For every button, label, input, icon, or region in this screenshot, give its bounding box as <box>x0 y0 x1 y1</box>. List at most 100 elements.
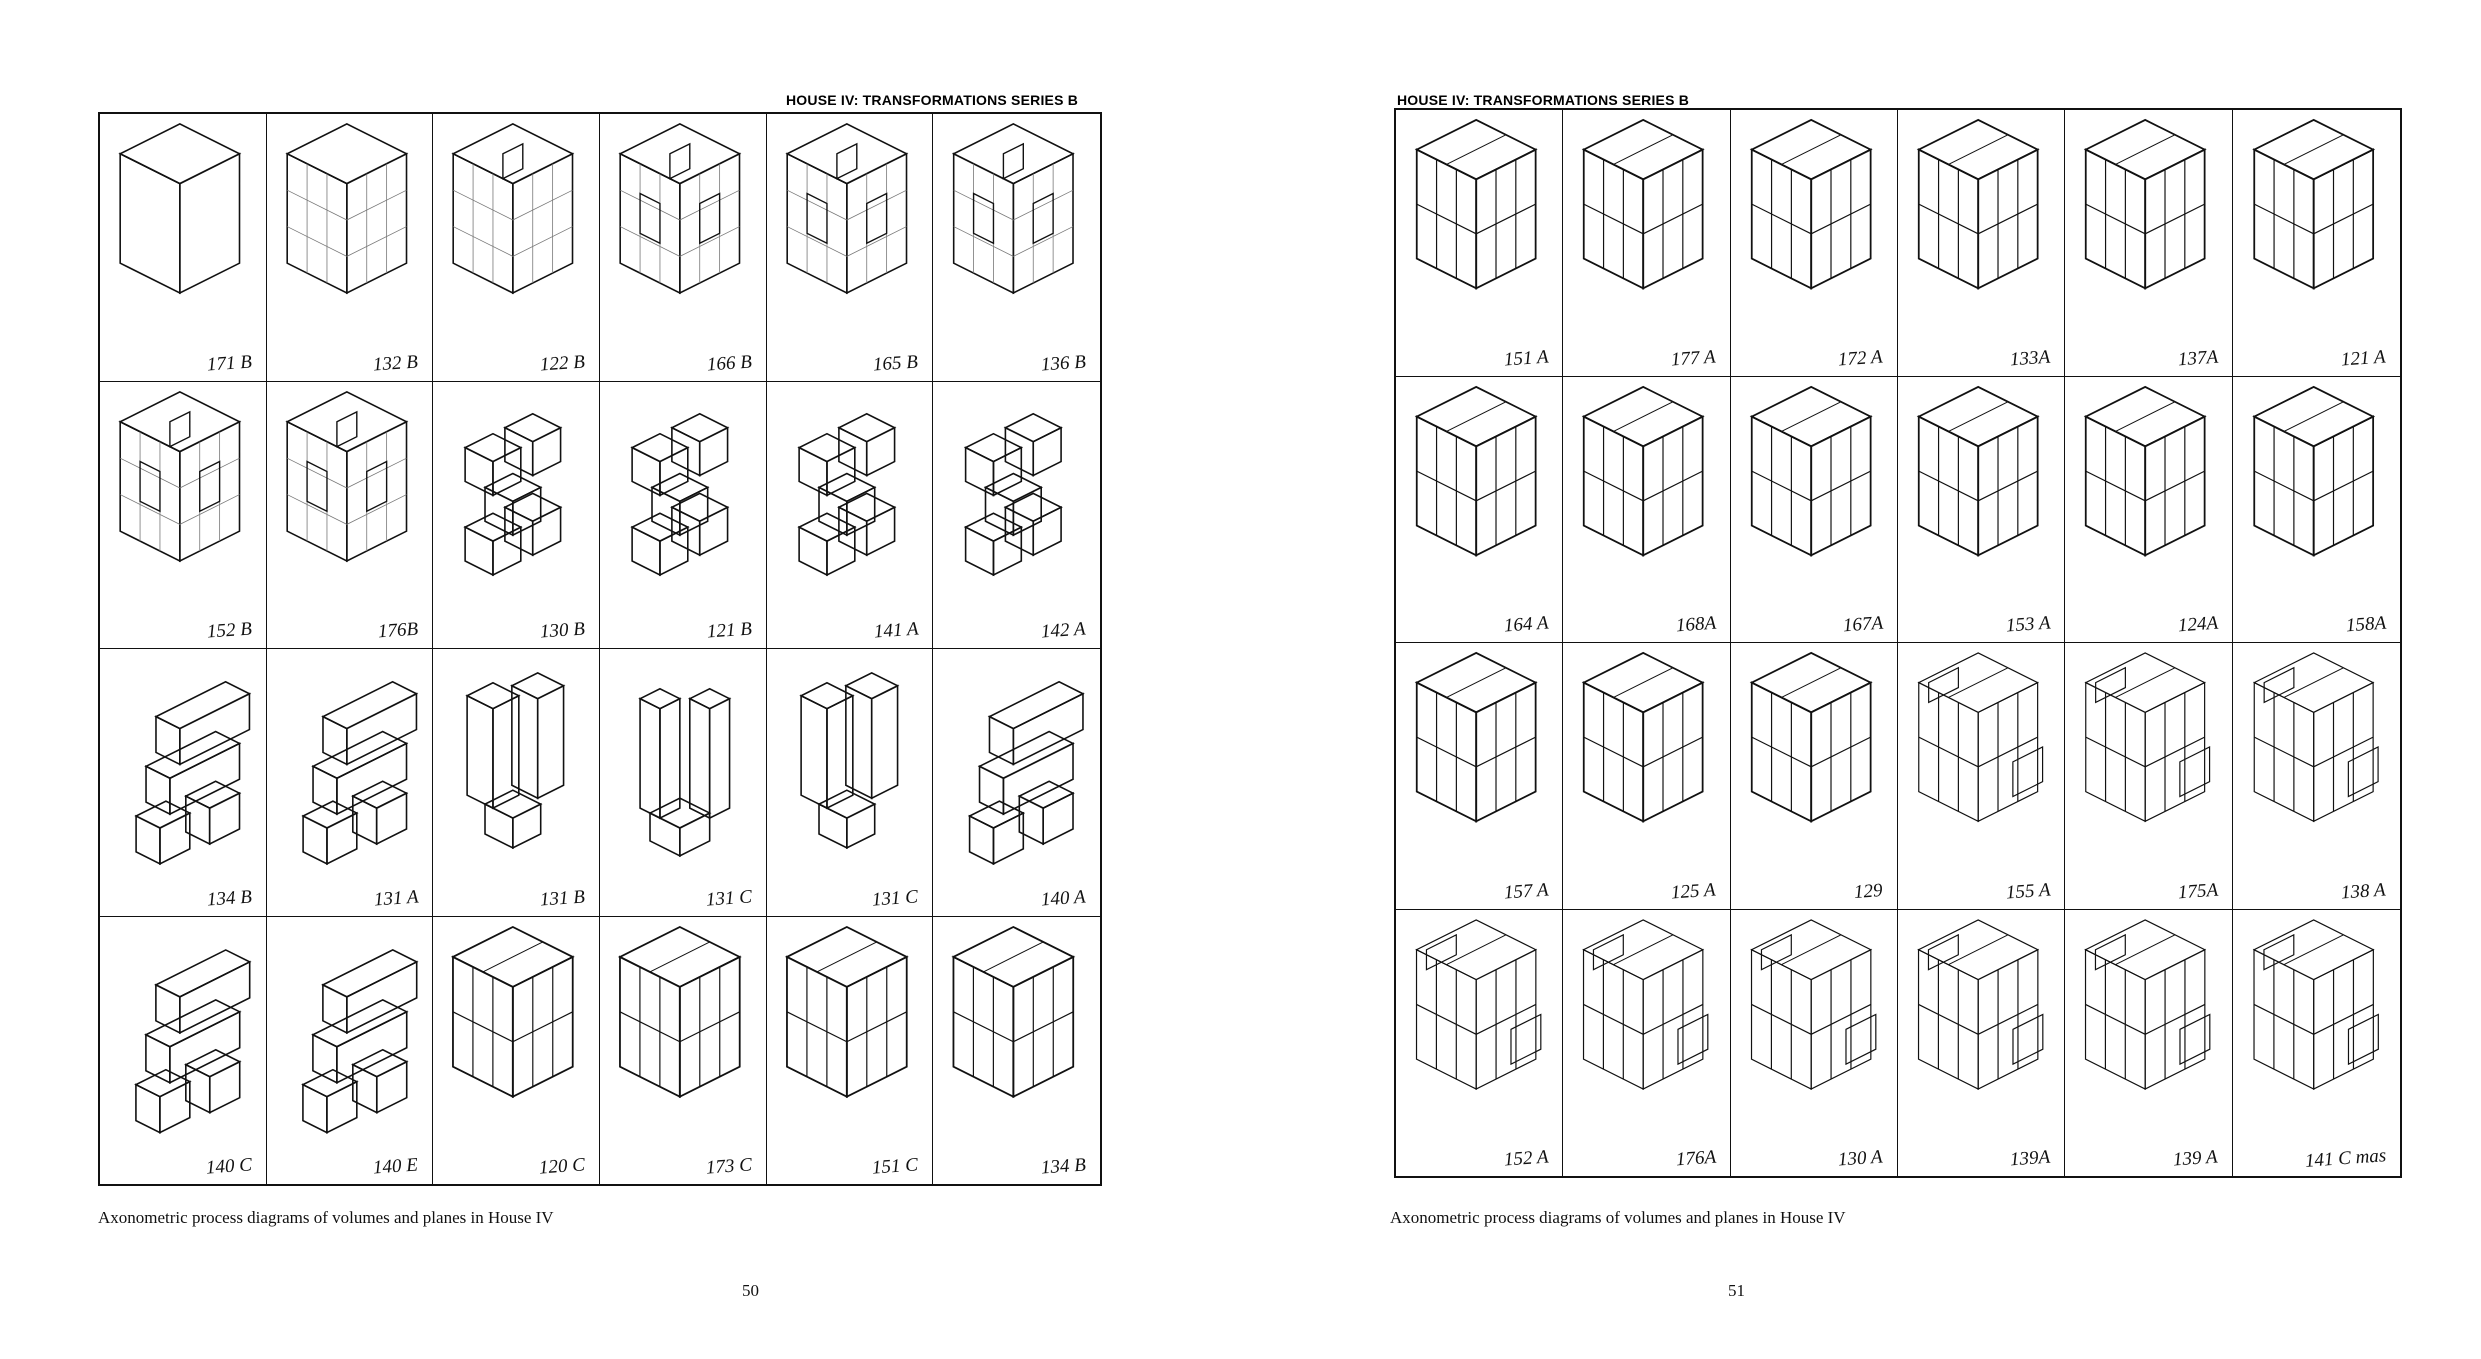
page-header-left: HOUSE IV: TRANSFORMATIONS SERIES B <box>786 92 1079 108</box>
diagram-cell: 166 B <box>600 114 767 382</box>
diagram-label: 130 B <box>539 618 586 643</box>
diagram-label: 166 B <box>706 350 753 376</box>
diagram-cell: 131 C <box>600 649 767 917</box>
diagram-label: 131 A <box>373 885 419 911</box>
diagram-cell: 137A <box>2065 110 2233 377</box>
frame-cube-icon <box>1916 118 2040 290</box>
diagram-cell: 172 A <box>1730 110 1898 377</box>
diagram-cell: 139 A <box>2065 909 2233 1176</box>
diagram-label: 129 <box>1853 879 1884 903</box>
page-header-right: HOUSE IV: TRANSFORMATIONS SERIES B <box>1397 92 1690 108</box>
diagram-label: 167A <box>1842 612 1884 637</box>
diagram-label: 165 B <box>872 350 919 376</box>
diagram-cell: 136 B <box>933 114 1100 382</box>
diagram-cell: 158A <box>2232 377 2400 643</box>
caption-right: Axonometric process diagrams of volumes … <box>1390 1208 1846 1227</box>
diagram-cell: 138 A <box>2232 643 2400 910</box>
diagram-cell: 139A <box>1898 909 2066 1176</box>
diagram-cell: 176B <box>266 381 434 649</box>
diagram-cell: 129 <box>1730 643 1898 910</box>
diagram-label: 121 B <box>706 618 753 643</box>
diagram-cell: 140 C <box>100 916 267 1184</box>
diagram-label: 176B <box>377 618 419 643</box>
frame-cube-icon <box>1582 651 1705 823</box>
diagram-label: 131 C <box>705 885 753 911</box>
cube-center-void-icon <box>451 123 575 295</box>
diagram-label: 153 A <box>2005 612 2051 637</box>
diagram-label: 136 B <box>1040 350 1087 376</box>
diagram-label: 157 A <box>1503 878 1549 904</box>
diagram-cell: 176A <box>1563 909 1731 1176</box>
exploded-frame-icon <box>1415 918 1542 1090</box>
vertical-bars-icon <box>638 687 732 858</box>
diagram-label: 120 C <box>538 1154 586 1179</box>
diagram-cell: 140 A <box>933 649 1100 917</box>
diagram-label: 142 A <box>1040 618 1087 643</box>
frame-cube-icon <box>1414 118 1538 290</box>
frame-cube-icon <box>1582 118 1705 290</box>
frame-cube-icon <box>1749 385 1873 557</box>
frame-cube-icon <box>1582 385 1705 557</box>
diagram-label: 171 B <box>206 350 253 376</box>
diagram-label: 158A <box>2345 612 2387 637</box>
frame-cube-icon <box>2251 385 2375 557</box>
diagram-label: 175A <box>2176 879 2219 903</box>
frame-cube-icon <box>2084 385 2207 557</box>
diagram-cell: 140 E <box>267 916 434 1184</box>
diagram-cell: 131 B <box>433 649 600 917</box>
separated-cubes-icon <box>463 412 563 576</box>
diagram-cell: 151 C <box>767 916 934 1184</box>
diagram-cell: 131 A <box>266 649 434 917</box>
separated-cubes-icon <box>796 412 897 576</box>
diagram-cell: 141 C mas <box>2233 910 2400 1177</box>
separated-cubes-icon <box>630 412 730 576</box>
diagram-cell: 130 A <box>1731 909 1898 1176</box>
frame-cube-icon <box>2084 118 2207 290</box>
diagram-cell: 173 C <box>600 916 767 1184</box>
cube-voids-icon <box>785 123 908 295</box>
cube-cross-void-icon <box>118 390 242 562</box>
diagram-label: 134 B <box>206 885 253 911</box>
diagram-label: 164 A <box>1503 612 1549 637</box>
diagram-cell: 155 A <box>1897 643 2066 910</box>
frame-cube-icon <box>784 925 909 1098</box>
diagram-label: 140 A <box>1040 885 1087 911</box>
tilted-bars-icon <box>465 671 566 850</box>
diagram-cell: 153 A <box>1897 376 2066 643</box>
frame-cube-icon <box>1414 385 1538 557</box>
frame-cube-icon <box>951 925 1076 1098</box>
diagram-cell: 167A <box>1730 376 1898 643</box>
diagram-cell: 177 A <box>1563 110 1731 377</box>
diagram-cell: 125 A <box>1563 643 1731 910</box>
page-number-left: 50 <box>742 1281 759 1300</box>
exploded-frame-icon <box>2084 918 2211 1090</box>
cube-voids-icon <box>618 123 742 295</box>
diagram-label: 152 B <box>206 618 253 643</box>
diagram-label: 139A <box>2009 1146 2051 1171</box>
exploded-frame-icon <box>2252 918 2379 1090</box>
diagram-cell: 120 C <box>433 916 600 1184</box>
diagram-cell: 133A <box>1897 110 2066 377</box>
diagram-label: 177 A <box>1670 345 1717 371</box>
diagram-label: 132 B <box>372 350 419 376</box>
diagram-label: 168A <box>1674 612 1717 637</box>
diagram-label: 137A <box>2176 346 2219 370</box>
frame-cube-icon <box>1414 651 1538 823</box>
stacked-bars-icon <box>300 680 418 866</box>
tilted-bars-icon <box>798 671 900 850</box>
diagram-label: 151 C <box>871 1154 919 1179</box>
exploded-frame-icon <box>1917 652 2044 823</box>
diagram-cell: 175A <box>2065 643 2233 910</box>
diagram-cell: 152 A <box>1396 909 1564 1176</box>
frame-cube-icon <box>451 925 576 1098</box>
solid-cube-icon <box>118 123 242 295</box>
frame-cube-icon <box>2251 118 2375 290</box>
diagram-label: 141 A <box>873 618 919 643</box>
diagram-label: 121 A <box>2340 345 2387 371</box>
stacked-bars-icon <box>134 948 252 1134</box>
diagram-label: 125 A <box>1670 878 1717 904</box>
diagram-label: 124A <box>2176 612 2219 637</box>
